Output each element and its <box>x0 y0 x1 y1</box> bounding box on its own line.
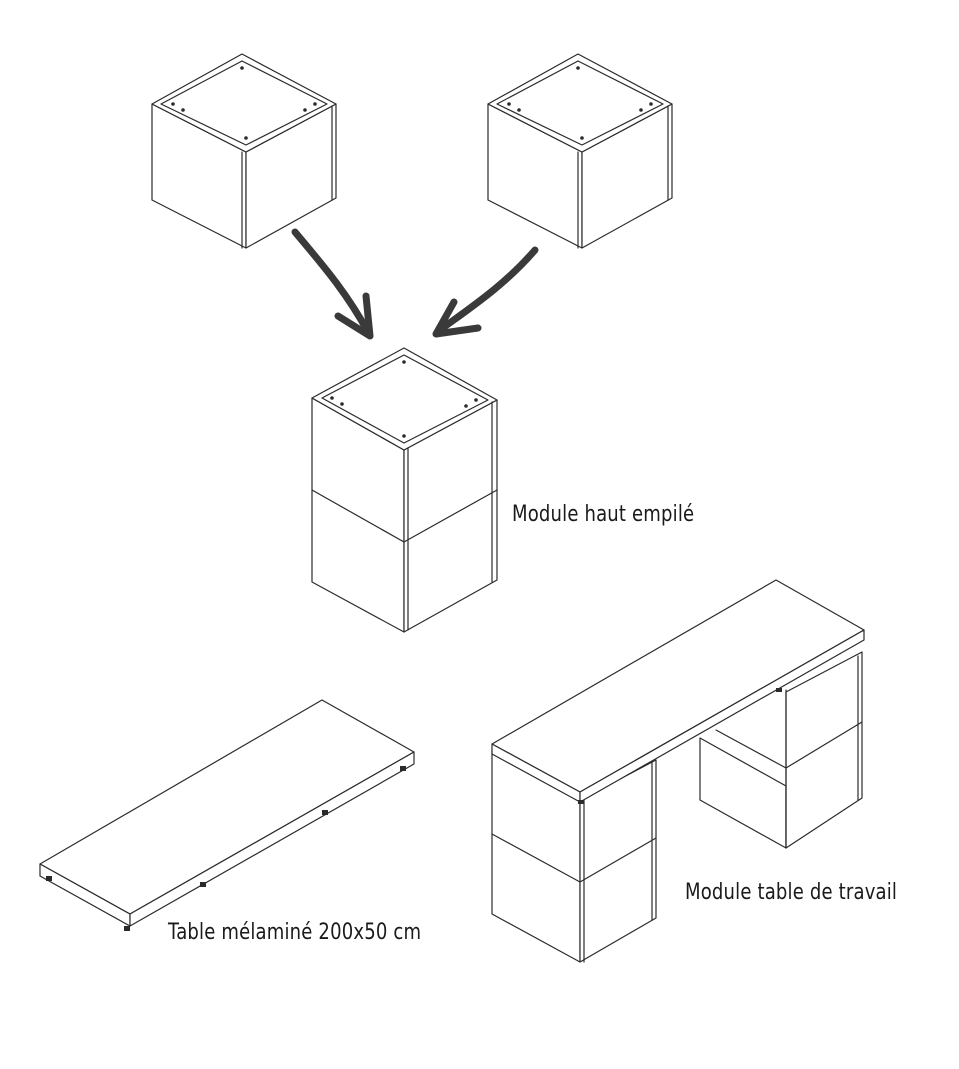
arrow-left <box>291 228 374 340</box>
cube-top-right <box>487 53 673 249</box>
label-melamine-table: Table mélaminé 200x50 cm <box>168 920 422 945</box>
stacked-module <box>311 347 498 633</box>
label-stacked-module: Module haut empilé <box>512 502 695 527</box>
label-workbench-module: Module table de travail <box>685 880 898 905</box>
melamine-table <box>39 699 415 931</box>
cube-top-left <box>151 53 337 249</box>
arrow-right <box>432 246 539 338</box>
workbench-module <box>491 579 865 963</box>
